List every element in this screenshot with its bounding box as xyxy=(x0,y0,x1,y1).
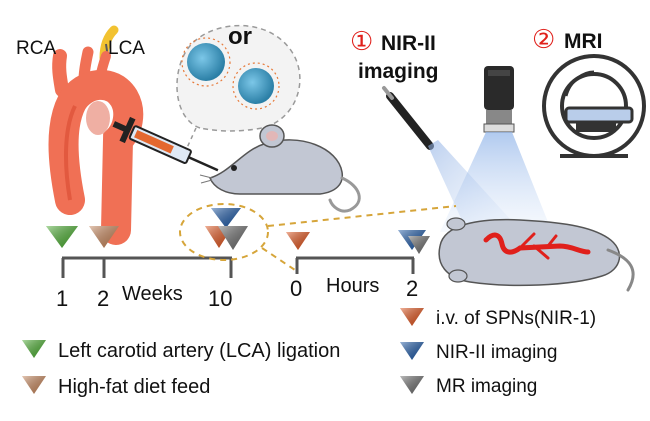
nanoparticle-icon xyxy=(181,37,231,87)
legend-item-iv-spns: i.v. of SPNs(NIR-1) xyxy=(400,308,596,329)
marker-high-fat-diet xyxy=(89,226,119,248)
legend-left: Left carotid artery (LCA) ligation High-… xyxy=(22,340,340,398)
supine-mouse-illustration xyxy=(438,217,635,292)
weeks-tick-2: 2 xyxy=(97,286,109,311)
legend-item-nir-imaging: NIR-II imaging xyxy=(400,342,557,363)
marker-mr-zoom xyxy=(218,226,248,250)
marker-nir-imaging-zoom xyxy=(211,208,241,228)
nanoparticle-icon xyxy=(232,62,280,110)
legend-item-lca-ligation: Left carotid artery (LCA) ligation xyxy=(22,340,340,362)
nir-camera-icon xyxy=(483,66,515,133)
zoom-ellipse xyxy=(179,203,269,261)
step1-title-line1: NIR-II xyxy=(381,32,436,55)
weeks-timeline xyxy=(61,256,233,278)
hours-unit-label: Hours xyxy=(326,275,379,297)
mri-scanner-icon xyxy=(542,54,646,158)
hours-timeline xyxy=(295,256,415,274)
marker-lca-ligation xyxy=(46,226,78,248)
marker-iv-hour0 xyxy=(286,232,310,250)
legend-label: High-fat diet feed xyxy=(58,376,210,398)
legend-label: MR imaging xyxy=(436,376,537,397)
legend-label: i.v. of SPNs(NIR-1) xyxy=(436,308,596,329)
laser-beam xyxy=(428,140,520,238)
weeks-unit-label: Weeks xyxy=(122,283,183,305)
zoom-line-top xyxy=(267,205,457,227)
hours-tick-2: 2 xyxy=(406,276,418,301)
legend-label: NIR-II imaging xyxy=(436,342,557,363)
weeks-tick-1: 1 xyxy=(56,286,68,311)
weeks-tick-10: 10 xyxy=(208,286,232,311)
lca-label: LCA xyxy=(108,38,145,59)
step2-title: MRI xyxy=(564,30,603,53)
laser-pen-icon xyxy=(382,86,434,150)
rca-label: RCA xyxy=(16,38,56,59)
legend-label: Left carotid artery (LCA) ligation xyxy=(58,340,340,362)
marker-mr-hour2 xyxy=(408,236,430,254)
zoom-line-bottom xyxy=(261,247,299,273)
or-label: or xyxy=(228,23,252,50)
legend-right: i.v. of SPNs(NIR-1) NIR-II imaging MR im… xyxy=(400,308,596,397)
mouse-illustration xyxy=(199,124,361,213)
syringe-icon xyxy=(112,116,219,172)
legend-item-high-fat-diet: High-fat diet feed xyxy=(22,376,210,398)
hours-tick-0: 0 xyxy=(290,276,302,301)
step1-title-line2: imaging xyxy=(358,60,439,83)
aorta-illustration xyxy=(48,25,144,245)
legend-item-mr-imaging: MR imaging xyxy=(400,376,537,397)
step2-number: ② xyxy=(532,24,555,54)
step1-number: ① xyxy=(350,26,373,56)
